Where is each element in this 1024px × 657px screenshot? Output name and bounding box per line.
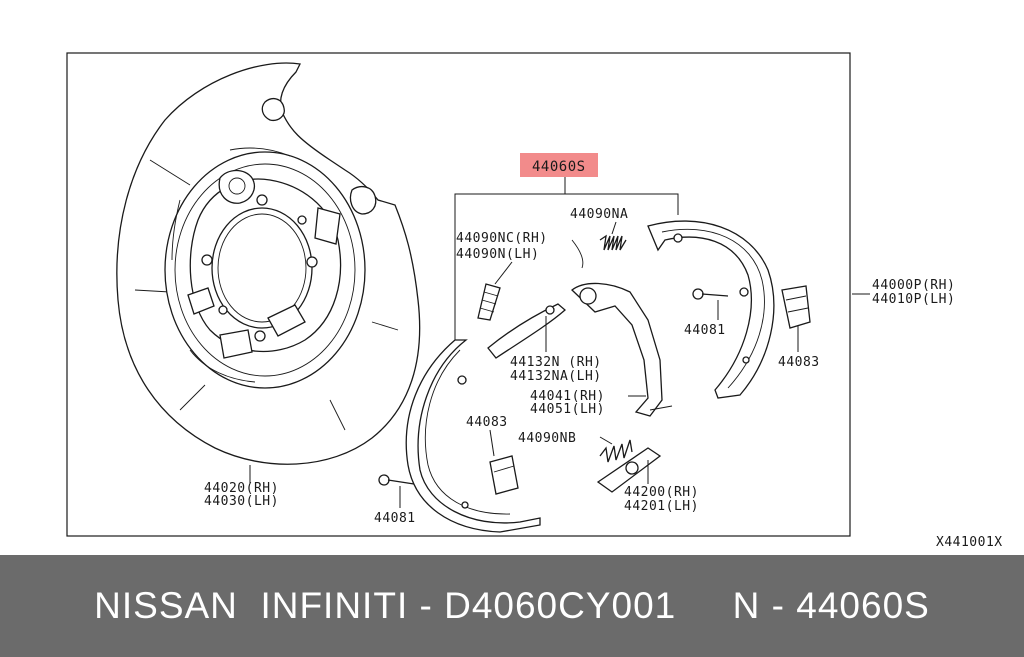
backing-plate-drawing xyxy=(116,62,421,465)
label-44030: 44030(LH) xyxy=(204,494,279,509)
highlight-box xyxy=(520,153,598,177)
label-44132N: 44132N (RH) xyxy=(510,355,602,370)
label-44201: 44201(LH) xyxy=(624,499,699,514)
label-44010P: 44010P(LH) xyxy=(872,292,955,307)
footer-part-info: NISSAN INFINITI - D4060CY001 N - 44060S xyxy=(94,585,930,626)
label-44081-left: 44081 xyxy=(374,511,416,526)
label-44051: 44051(LH) xyxy=(530,402,605,417)
label-44090NC: 44090NC(RH) xyxy=(456,231,548,246)
brake-shoe-right-drawing xyxy=(647,220,775,399)
pin-44081-left-drawing xyxy=(378,474,415,486)
diagram-frame xyxy=(66,52,851,537)
spring-44090NB-drawing xyxy=(599,439,633,463)
label-44083-left: 44083 xyxy=(466,415,508,430)
adjuster-lever-drawing xyxy=(487,303,566,359)
label-44090N: 44090N(LH) xyxy=(456,247,539,262)
label-44083-right: 44083 xyxy=(778,355,820,370)
pin-44081-right-drawing xyxy=(692,288,729,300)
retainer-44083-left-drawing xyxy=(489,455,519,495)
label-44090NB: 44090NB xyxy=(518,431,576,446)
parking-lever-drawing xyxy=(571,282,673,417)
spring-44090NA-drawing xyxy=(599,221,627,251)
retainer-44083-right-drawing xyxy=(781,285,811,329)
label-44132NA: 44132NA(LH) xyxy=(510,369,602,384)
label-44081-right: 44081 xyxy=(684,323,726,338)
label-44060S: 44060S xyxy=(532,159,586,175)
label-44000P: 44000P(RH) xyxy=(872,278,955,293)
adjuster-44200-drawing xyxy=(596,447,662,493)
footer-bar: NISSAN INFINITI - D4060CY001 N - 44060S xyxy=(0,555,1024,657)
parts-diagram: 44060S xyxy=(66,52,1003,550)
label-44041: 44041(RH) xyxy=(530,389,605,404)
doc-code: X441001X xyxy=(936,535,1003,550)
label-44090NA: 44090NA xyxy=(570,207,628,222)
brake-shoe-left-drawing xyxy=(405,339,541,533)
label-44020: 44020(RH) xyxy=(204,481,279,496)
spring-44090NC-drawing xyxy=(477,239,584,321)
label-44200: 44200(RH) xyxy=(624,485,699,500)
leader-lines xyxy=(399,293,870,508)
